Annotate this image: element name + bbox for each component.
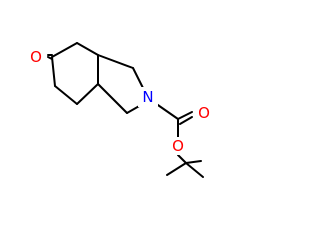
bond-ketone-double-a — [47, 56, 53, 60]
bond-pyrrolidine-top — [97, 54, 134, 69]
bond-ring-left-upper — [51, 42, 78, 58]
ketone-oxygen-bg — [27, 48, 45, 66]
bond-o-tbu — [177, 154, 187, 164]
bond-tbu-left — [166, 162, 187, 176]
ring-nitrogen-bg — [138, 87, 158, 107]
bond-tbu-up — [185, 160, 202, 164]
ester-oxygen-label: O — [172, 137, 184, 155]
carbonyl-oxygen-label: O — [198, 104, 210, 122]
bonds — [47, 42, 204, 178]
bond-co-double-b — [179, 116, 193, 125]
structure-canvas: O N O O — [27, 42, 213, 178]
atom-labels: O N O O — [27, 48, 213, 155]
ester-oxygen-bg — [169, 137, 187, 155]
bond-ring-bottom — [76, 83, 99, 105]
bond-n-carbonyl — [154, 102, 179, 120]
ketone-oxygen-label: O — [30, 48, 42, 66]
bond-ring-top — [76, 42, 99, 56]
ring-nitrogen-label: N — [142, 88, 153, 106]
bond-ring-left-lower — [54, 85, 78, 105]
bond-ring-left — [51, 56, 56, 87]
bond-tbu-right — [185, 162, 204, 178]
bond-co-double-a — [177, 111, 193, 120]
bond-pyrrolidine-bottom — [97, 83, 128, 114]
carbonyl-oxygen-bg — [195, 104, 213, 122]
bond-ch2-n-upper — [132, 67, 144, 89]
molecule-drawing: O N O O — [27, 42, 213, 178]
